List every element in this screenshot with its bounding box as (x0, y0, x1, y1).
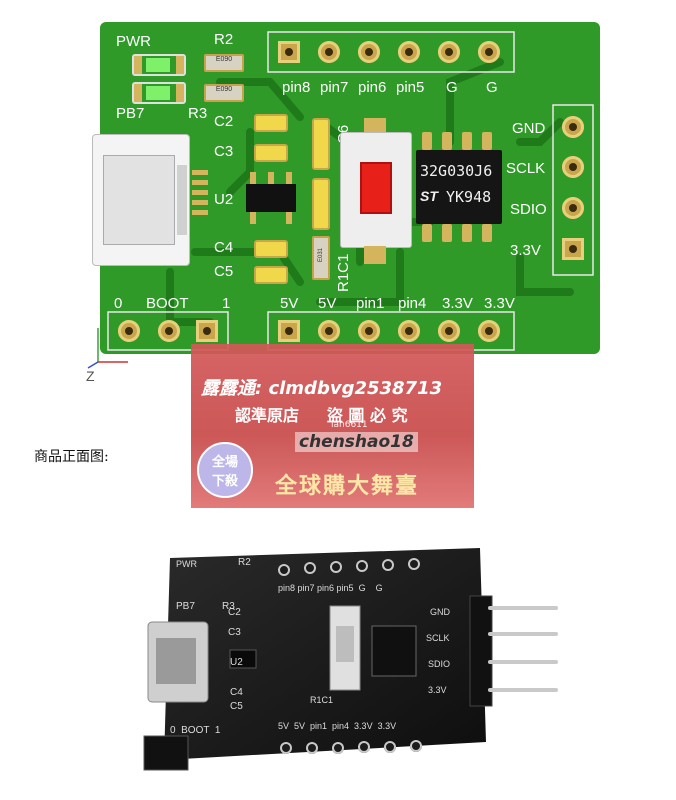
photo-label-c2: C2 (228, 607, 241, 618)
pin-pad (278, 320, 300, 342)
chip-marking-line2: YK948 (446, 188, 492, 206)
resistor-r1: E031 (312, 236, 330, 280)
regulator-u2 (246, 184, 296, 212)
chip-marking-line1: 32G030J6 (420, 162, 493, 180)
capacitor-c5 (254, 266, 288, 284)
pwr-led (132, 54, 186, 76)
label-5v-1: 5V (280, 295, 299, 312)
photo-label-boot: 0 BOOT 1 (170, 725, 221, 736)
photo-label-r1c1: R1C1 (310, 695, 334, 705)
label-3v3-1: 3.3V (442, 295, 473, 312)
pin-pad (562, 156, 584, 178)
pin-pad (438, 41, 460, 63)
label-c3: C3 (214, 143, 234, 160)
photo-label-u2: U2 (230, 657, 243, 668)
photo-label-3v3: 3.3V (428, 685, 447, 695)
pin-pad (438, 320, 460, 342)
pin-pad (478, 320, 500, 342)
resistor-r2: E090 (204, 54, 244, 72)
axis-z-label: Z (86, 368, 95, 384)
badge-bottom: 下殺 (211, 474, 238, 489)
photo-board-art (143, 548, 558, 771)
pin-pad (562, 238, 584, 260)
label-pin8: pin8 (282, 79, 311, 96)
photo-label-sclk: SCLK (426, 633, 450, 643)
label-sclk: SCLK (506, 160, 546, 177)
pin-pad (278, 41, 300, 63)
label-pin1: pin1 (356, 295, 385, 312)
mcu-chip: 32G030J6 ST YK948 (416, 150, 502, 224)
label-r3: R3 (188, 105, 208, 122)
pb7-led (132, 82, 186, 104)
watermark-banner: 露露通: clmdbvg2538713 認準原店 盜 圖 必 究 lan6611… (191, 344, 474, 508)
axis-indicator (84, 322, 144, 382)
board-photo: pin8 pin7 pin6 pin5 G G PWR R2 PB7 R3 C2… (140, 546, 560, 786)
pin-pad (358, 41, 380, 63)
pin-pad (562, 116, 584, 138)
label-pin6: pin6 (358, 79, 387, 96)
pin-pad (398, 41, 420, 63)
pcb-render: pin8 pin7 pin6 pin5 G G GND SCLK SDIO 3.… (92, 22, 600, 354)
usb-connector (92, 134, 190, 266)
capacitor-c3 (254, 144, 288, 162)
label-sdio: SDIO (510, 201, 547, 218)
photo-label-gnd: GND (430, 607, 450, 617)
pin-pad (478, 41, 500, 63)
photo-label-r3: R3 (222, 601, 235, 612)
label-gnd: GND (512, 120, 546, 137)
label-pin5: pin5 (396, 79, 425, 96)
label-boot: BOOT (146, 295, 189, 312)
label-3v3-2: 3.3V (484, 295, 515, 312)
pin-pad (562, 197, 584, 219)
capacitor-c4 (254, 240, 288, 258)
label-g2: G (486, 79, 498, 96)
photo-label-c5: C5 (230, 701, 243, 712)
pin-pad (358, 320, 380, 342)
label-g1: G (446, 79, 458, 96)
resistor-r3: E090 (204, 84, 244, 102)
label-r2: R2 (214, 31, 234, 48)
label-pin4: pin4 (398, 295, 427, 312)
photo-label-pb7: PB7 (176, 601, 195, 612)
label-pb7: PB7 (116, 105, 145, 122)
watermark-line3: chenshao18 (295, 432, 418, 452)
watermark-line1: 露露通: clmdbvg2538713 (201, 378, 443, 399)
label-5v-2: 5V (318, 295, 337, 312)
label-pin7: pin7 (320, 79, 349, 96)
reset-button-footprint (340, 118, 412, 264)
watermark-banner-text: 全球購大舞臺 (275, 474, 420, 499)
capacitor-c7 (312, 178, 330, 230)
pin-pad (196, 320, 218, 342)
pin-pad (118, 320, 140, 342)
label-c2: C2 (214, 113, 234, 130)
capacitor-c2 (254, 114, 288, 132)
watermark-line2: 認準原店 盜 圖 必 究 (235, 406, 408, 425)
photo-label-sdio: SDIO (428, 659, 451, 669)
photo-label-bottom-pins: 5V 5V pin1 pin4 3.3V 3.3V (278, 721, 397, 731)
label-boot-1: 1 (222, 295, 231, 312)
photo-label-c3: C3 (228, 627, 241, 638)
photo-label-c4: C4 (230, 687, 243, 698)
watermark-tiny: lan6611 (331, 420, 368, 430)
pin-pad (398, 320, 420, 342)
label-u2: U2 (214, 191, 234, 208)
photo-label-pwr: PWR (176, 559, 197, 569)
capacitor-c6 (312, 118, 330, 170)
caption-front-view: 商品正面图: (34, 449, 109, 465)
pin-pad (318, 320, 340, 342)
pin-pad (158, 320, 180, 342)
photo-label-top-pins: pin8 pin7 pin6 pin5 G G (278, 583, 383, 593)
label-c4: C4 (214, 239, 234, 256)
label-c5: C5 (214, 263, 234, 280)
pin-pad (318, 41, 340, 63)
label-boot-0: 0 (114, 295, 123, 312)
sale-badge: 全場 下殺 (197, 442, 253, 498)
label-3v3-side: 3.3V (510, 242, 541, 259)
photo-label-r2: R2 (238, 557, 251, 568)
st-logo: ST (420, 188, 438, 204)
badge-top: 全場 (211, 455, 238, 470)
label-pwr: PWR (116, 33, 151, 50)
